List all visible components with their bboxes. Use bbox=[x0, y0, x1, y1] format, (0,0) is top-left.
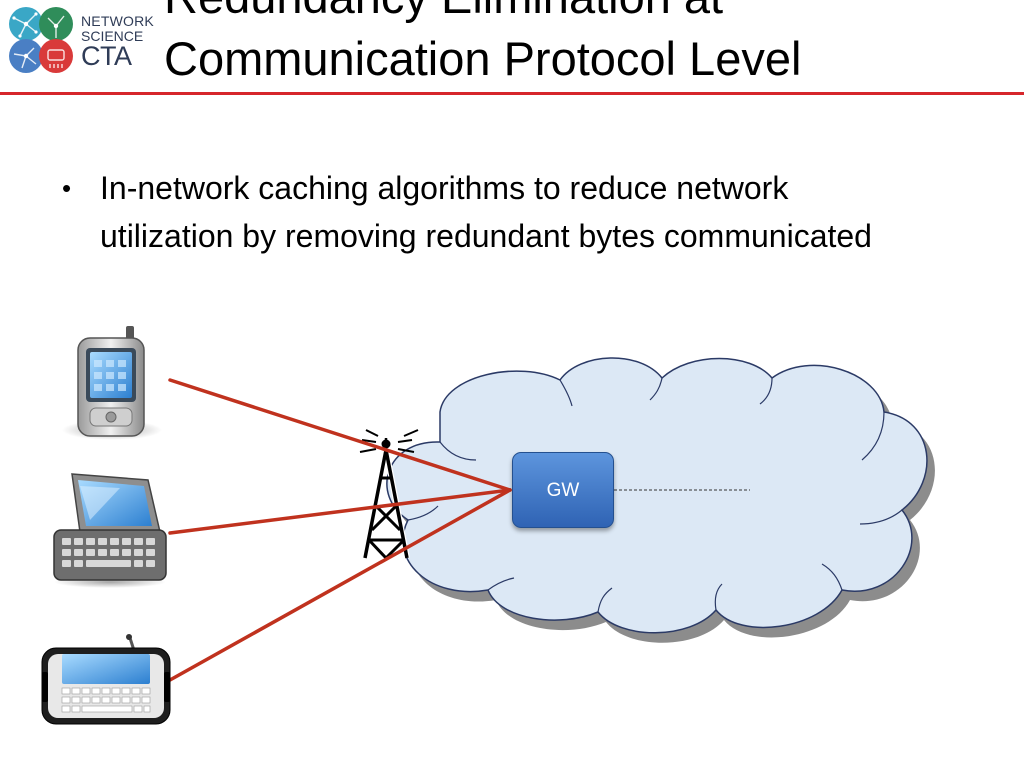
slider-phone-icon bbox=[53, 473, 167, 588]
bullet-item: • In-network caching algorithms to reduc… bbox=[62, 164, 962, 260]
tablet-device-icon bbox=[41, 634, 171, 725]
link-tablet-to-gateway bbox=[168, 488, 512, 682]
bullet-marker-icon: • bbox=[62, 173, 72, 203]
network-science-cta-logo: NETWORK SCIENCE CTA bbox=[4, 4, 160, 80]
logo-line-cta: CTA bbox=[81, 41, 132, 71]
slide-title: Redundancy Elimination at Communication … bbox=[164, 0, 1004, 90]
network-cloud bbox=[386, 357, 935, 643]
pda-phone-icon bbox=[62, 326, 162, 440]
logo-line-science: SCIENCE bbox=[81, 28, 144, 44]
slide-title-line-1: Redundancy Elimination at bbox=[164, 0, 1004, 28]
link-pda-to-gateway bbox=[168, 378, 512, 492]
logo-wordmark: NETWORK SCIENCE CTA bbox=[81, 14, 154, 70]
bullet-list: • In-network caching algorithms to reduc… bbox=[62, 164, 962, 260]
bullet-text: In-network caching algorithms to reduce … bbox=[100, 170, 872, 254]
gateway-node: GW bbox=[512, 452, 614, 528]
logo-emblem-icon bbox=[9, 7, 73, 73]
link-slider-to-gateway bbox=[168, 488, 512, 535]
title-divider bbox=[0, 92, 1024, 95]
slide-title-line-2: Communication Protocol Level bbox=[164, 32, 802, 85]
device-links bbox=[168, 378, 512, 682]
logo-line-network: NETWORK bbox=[81, 13, 154, 29]
